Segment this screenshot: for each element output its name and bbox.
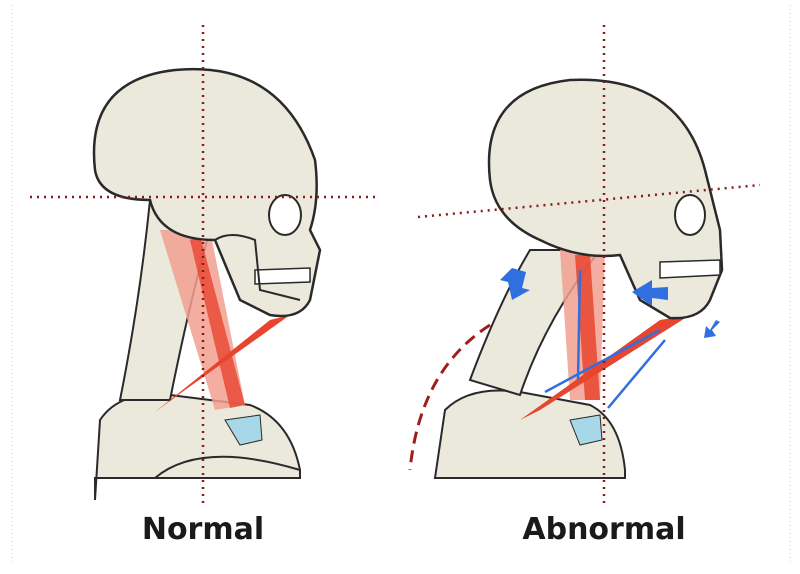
abnormal-tilted-guide <box>417 183 761 219</box>
arrow-icon <box>544 269 666 409</box>
arrow-left-icon <box>632 280 668 306</box>
arrow-downleft-icon <box>704 320 720 338</box>
sternocleidomastoid <box>575 255 600 400</box>
shoulder-clavicle <box>94 393 301 501</box>
rib-cage <box>154 455 301 479</box>
eye-socket <box>674 194 706 236</box>
normal-label: Normal <box>141 512 265 547</box>
cartilage <box>569 414 603 446</box>
arrow-down-icon <box>500 268 530 300</box>
kyphosis-curve <box>408 323 491 471</box>
skull <box>487 78 724 320</box>
abnormal-label: Abnormal <box>522 512 686 547</box>
teeth <box>659 259 721 279</box>
jaw <box>214 234 301 301</box>
skull <box>92 67 322 318</box>
abnormal-figure <box>408 78 724 479</box>
normal-figure <box>92 67 322 501</box>
eye-socket <box>268 194 302 236</box>
scalene-muscle <box>520 315 690 420</box>
teeth <box>254 267 311 285</box>
cartilage <box>224 414 263 446</box>
